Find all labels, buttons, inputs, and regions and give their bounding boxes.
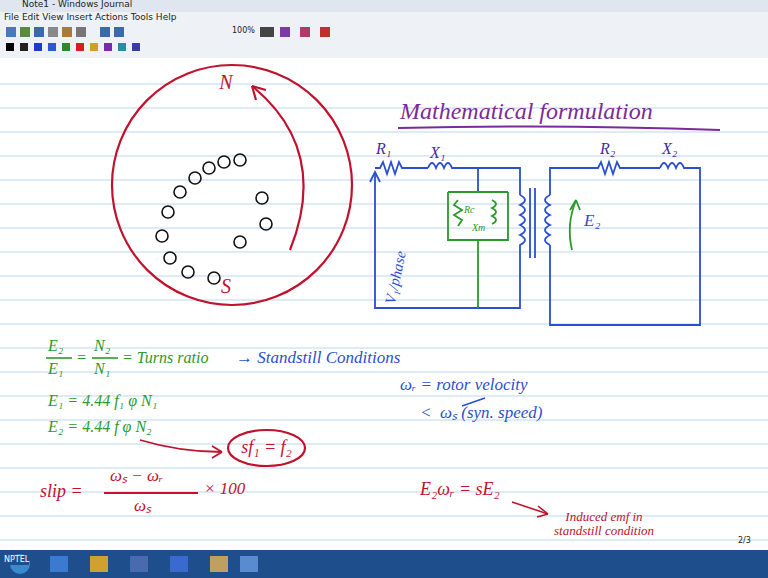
emf-label: E₂ bbox=[584, 212, 600, 231]
equation-term: × 100 bbox=[204, 480, 245, 499]
equation-term: N₁ bbox=[94, 360, 110, 378]
highlight-ellipse: sf₁ = f₂ bbox=[226, 428, 307, 468]
equation: E₂ωᵣ = sE₂ bbox=[420, 480, 500, 500]
field-rotation-arrow bbox=[252, 86, 304, 250]
equation: E₂ = 4.44 f φ N₂ bbox=[48, 418, 152, 436]
outline bbox=[112, 65, 352, 305]
note: ωₛ (syn. speed) bbox=[440, 404, 542, 423]
pole-label: N bbox=[219, 71, 232, 93]
title-underline bbox=[398, 126, 720, 130]
magnetizing-branch bbox=[448, 192, 508, 308]
component-label: X₂ bbox=[662, 140, 677, 158]
equation-term: ωₛ − ωᵣ bbox=[110, 467, 163, 486]
rotor-conductors bbox=[156, 154, 272, 284]
watermark: NPTEL bbox=[4, 556, 29, 565]
note: Induced emf in standstill condition bbox=[552, 510, 656, 539]
toolbar-icons bbox=[6, 27, 330, 51]
equation-term: slip = bbox=[40, 482, 83, 502]
taskbar-icons bbox=[10, 554, 258, 574]
note: ωᵣ = rotor velocity bbox=[400, 376, 528, 395]
outline bbox=[228, 430, 305, 466]
fraction-bar bbox=[46, 357, 72, 359]
leader-arrow bbox=[140, 440, 222, 452]
window-title: Note1 - Windows Journal bbox=[22, 0, 132, 10]
note: → Standstill Conditions bbox=[236, 349, 400, 368]
equation-term: E₁ bbox=[48, 360, 63, 378]
equation-term: N₂ bbox=[94, 337, 110, 355]
voltage-label: V₁/phase bbox=[382, 250, 409, 306]
toolbar bbox=[0, 12, 768, 58]
page-number: 2/3 bbox=[738, 537, 751, 546]
node-outline bbox=[110, 63, 354, 307]
note: < bbox=[420, 404, 431, 423]
fraction-bar bbox=[104, 492, 198, 494]
equation: sf₁ = f₂ bbox=[241, 438, 292, 458]
component-label: R₁ bbox=[376, 140, 391, 158]
heading: Mathematical formulation bbox=[400, 98, 653, 124]
equation-term: = bbox=[76, 349, 87, 367]
arrow-head bbox=[252, 86, 266, 100]
equation-term: E₂ bbox=[48, 337, 63, 355]
arrow-head bbox=[212, 446, 222, 458]
ruled-lines bbox=[0, 84, 768, 540]
leader-arrow bbox=[512, 502, 548, 514]
component-label: Rc bbox=[464, 204, 475, 215]
equation: E₁ = 4.44 f₁ φ N₁ bbox=[48, 392, 157, 410]
pole-label: S bbox=[221, 275, 231, 297]
component-label: R₂ bbox=[600, 140, 615, 158]
arrow-head bbox=[570, 200, 580, 210]
component-label: X₁ bbox=[430, 144, 445, 162]
arrow-head bbox=[537, 506, 548, 517]
fraction-bar bbox=[92, 357, 118, 359]
equation-term: ωₛ bbox=[134, 497, 151, 516]
rotor-cross-section: NS bbox=[110, 63, 354, 307]
equivalent-circuit bbox=[370, 162, 700, 325]
title-bar bbox=[0, 0, 768, 12]
taskbar bbox=[0, 550, 768, 578]
equation-term: = Turns ratio bbox=[122, 349, 208, 367]
zoom-level: 100% bbox=[232, 27, 255, 36]
menu-bar: File Edit View Insert Actions Tools Help bbox=[4, 13, 176, 23]
component-label: Xm bbox=[472, 222, 485, 233]
